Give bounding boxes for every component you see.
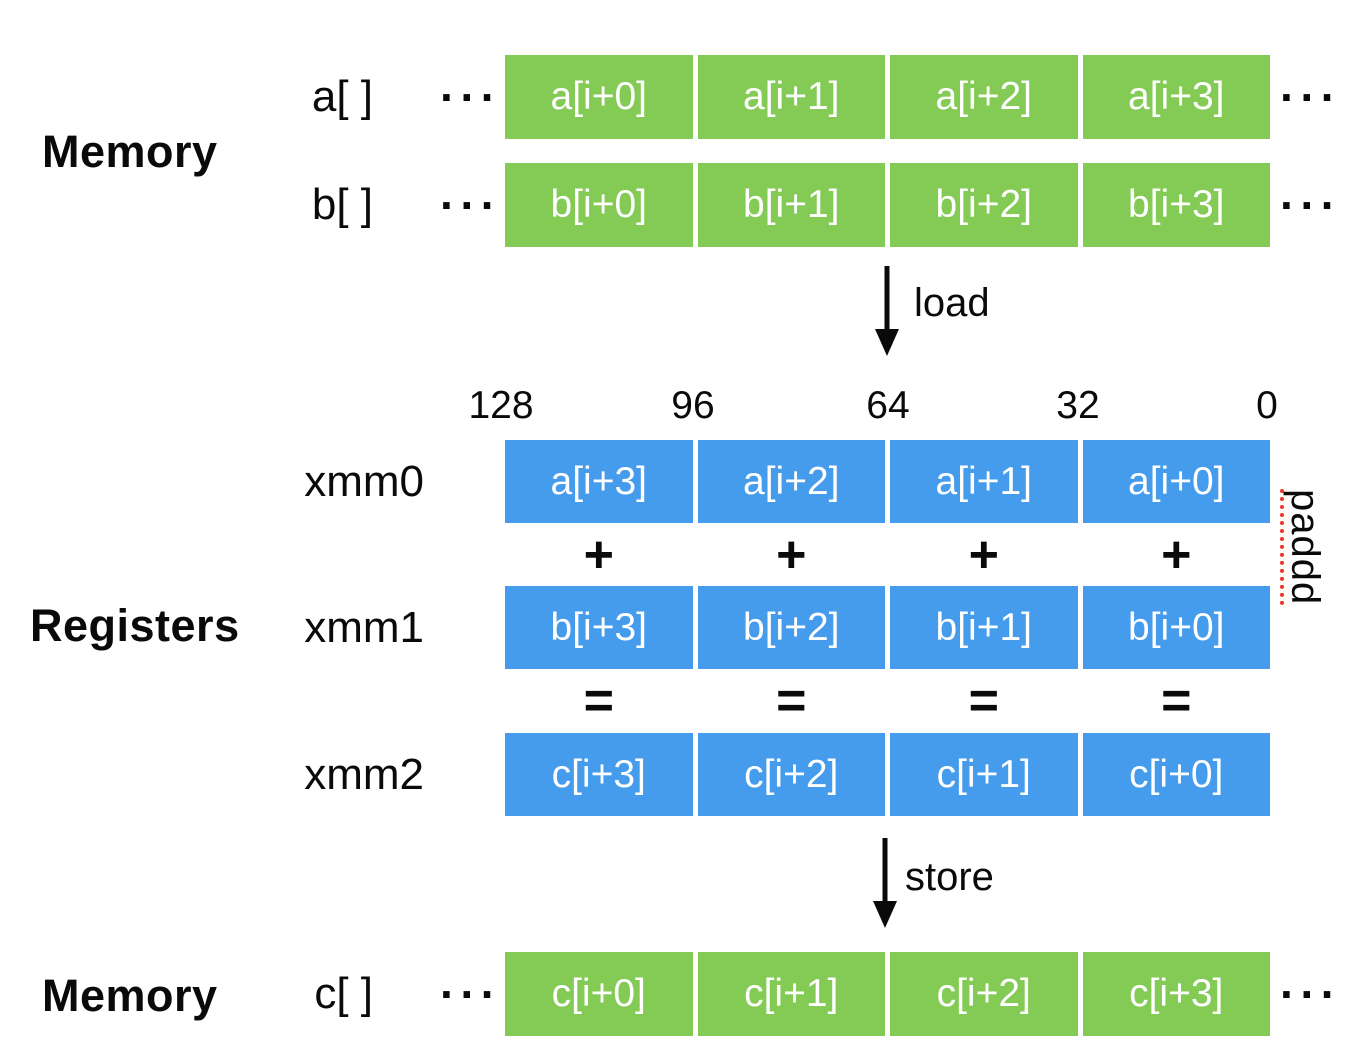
register-cell-xmm1-b3: b[i+3] bbox=[505, 586, 693, 669]
array-a-label: a[ ] bbox=[311, 72, 373, 121]
register-cell-xmm1-b0: b[i+0] bbox=[1082, 586, 1270, 669]
bit-label-0: 0 bbox=[1256, 384, 1278, 427]
register-cell-xmm1-b2: b[i+2] bbox=[697, 586, 885, 669]
ellipsis-left-c: ··· bbox=[440, 968, 501, 1020]
register-cell-xmm2-c2: c[i+2] bbox=[697, 733, 885, 816]
array-b-label: b[ ] bbox=[311, 180, 373, 229]
ellipsis-left-b: ··· bbox=[440, 179, 501, 231]
ellipsis-right-b: ··· bbox=[1280, 179, 1341, 231]
register-row-xmm1: b[i+3] b[i+2] b[i+1] b[i+0] bbox=[505, 586, 1270, 669]
bit-label-128: 128 bbox=[468, 384, 534, 427]
plus-operator: + bbox=[583, 525, 614, 584]
memory-row-b: b[i+0] b[i+1] b[i+2] b[i+3] bbox=[505, 163, 1270, 247]
equals-operator-row: = = = = bbox=[505, 669, 1270, 733]
register-row-xmm2: c[i+3] c[i+2] c[i+1] c[i+0] bbox=[505, 733, 1270, 816]
paddd-instruction-label: paddd bbox=[1280, 489, 1327, 606]
equals-operator: = bbox=[583, 672, 614, 730]
load-label: load bbox=[914, 281, 990, 325]
plus-operator: + bbox=[1161, 525, 1192, 584]
registers-section-label: Registers bbox=[30, 600, 240, 651]
register-cell-xmm2-c0: c[i+0] bbox=[1082, 733, 1270, 816]
xmm0-label: xmm0 bbox=[304, 456, 424, 506]
register-cell-xmm0-a1: a[i+1] bbox=[890, 440, 1078, 523]
memory-cell-b2: b[i+2] bbox=[890, 163, 1078, 247]
memory-cell-c0: c[i+0] bbox=[505, 952, 693, 1036]
memory-top-section-label: Memory bbox=[42, 126, 218, 177]
register-cell-xmm2-c3: c[i+3] bbox=[505, 733, 693, 816]
array-c-label: c[ ] bbox=[314, 969, 373, 1018]
memory-cell-c2: c[i+2] bbox=[890, 952, 1078, 1036]
plus-operator-row: + + + + bbox=[505, 523, 1270, 586]
ellipsis-right-a: ··· bbox=[1280, 71, 1341, 123]
memory-cell-c3: c[i+3] bbox=[1082, 952, 1270, 1036]
memory-cell-a1: a[i+1] bbox=[697, 55, 885, 139]
register-cell-xmm2-c1: c[i+1] bbox=[890, 733, 1078, 816]
memory-bottom-section-label: Memory bbox=[42, 970, 218, 1021]
plus-operator: + bbox=[776, 525, 807, 584]
load-arrow-icon bbox=[875, 266, 899, 356]
register-cell-xmm0-a2: a[i+2] bbox=[697, 440, 885, 523]
bit-label-32: 32 bbox=[1056, 384, 1100, 427]
memory-cell-c1: c[i+1] bbox=[697, 952, 885, 1036]
memory-cell-b0: b[i+0] bbox=[505, 163, 693, 247]
register-cell-xmm1-b1: b[i+1] bbox=[890, 586, 1078, 669]
ellipsis-left-a: ··· bbox=[440, 71, 501, 123]
equals-operator: = bbox=[968, 672, 999, 730]
xmm2-label: xmm2 bbox=[304, 749, 424, 799]
memory-cell-a0: a[i+0] bbox=[505, 55, 693, 139]
memory-row-a: a[i+0] a[i+1] a[i+2] a[i+3] bbox=[505, 55, 1270, 139]
register-row-xmm0: a[i+3] a[i+2] a[i+1] a[i+0] bbox=[505, 440, 1270, 523]
register-cell-xmm0-a0: a[i+0] bbox=[1082, 440, 1270, 523]
equals-operator: = bbox=[776, 672, 807, 730]
equals-operator: = bbox=[1161, 672, 1192, 730]
ellipsis-right-c: ··· bbox=[1280, 968, 1341, 1020]
plus-operator: + bbox=[968, 525, 999, 584]
memory-cell-b3: b[i+3] bbox=[1082, 163, 1270, 247]
store-label: store bbox=[905, 855, 994, 899]
bit-label-96: 96 bbox=[671, 384, 715, 427]
xmm1-label: xmm1 bbox=[304, 602, 424, 652]
memory-cell-a3: a[i+3] bbox=[1082, 55, 1270, 139]
memory-cell-a2: a[i+2] bbox=[890, 55, 1078, 139]
memory-row-c: c[i+0] c[i+1] c[i+2] c[i+3] bbox=[505, 952, 1270, 1036]
memory-cell-b1: b[i+1] bbox=[697, 163, 885, 247]
store-arrow-icon bbox=[873, 838, 897, 928]
register-cell-xmm0-a3: a[i+3] bbox=[505, 440, 693, 523]
bit-label-64: 64 bbox=[866, 384, 910, 427]
